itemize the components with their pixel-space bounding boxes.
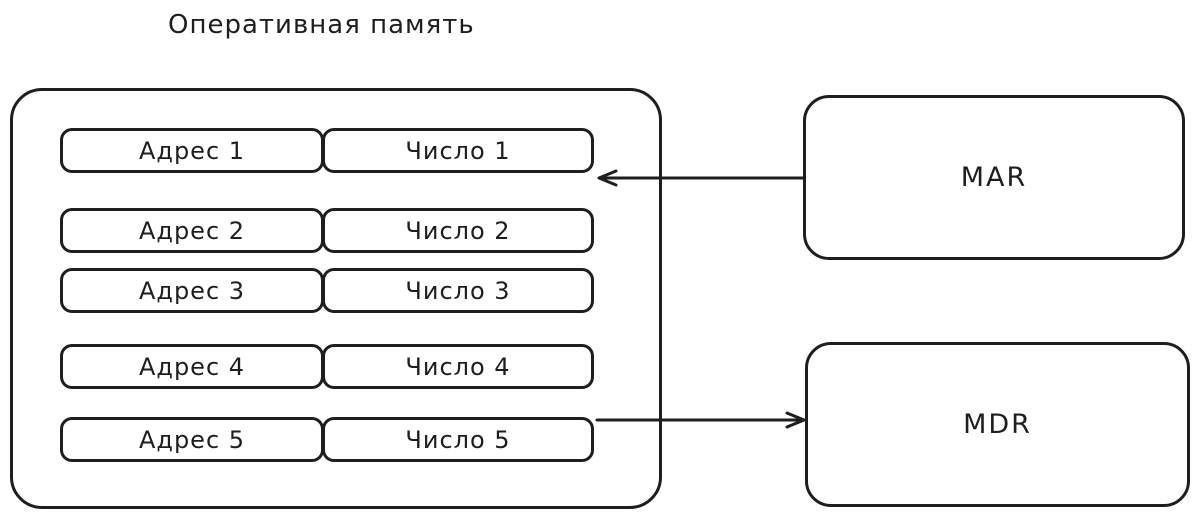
value-cell-4: Число 4 bbox=[322, 344, 594, 389]
mar-register-box: MAR bbox=[803, 95, 1185, 260]
value-cell-2: Число 2 bbox=[322, 208, 594, 253]
value-cell-3: Число 3 bbox=[322, 268, 594, 313]
address-cell-5: Адрес 5 bbox=[60, 417, 324, 462]
address-cell-2: Адрес 2 bbox=[60, 208, 324, 253]
diagram-title: Оперативная память bbox=[168, 10, 475, 40]
mdr-register-box: MDR bbox=[805, 342, 1190, 507]
value-cell-5: Число 5 bbox=[322, 417, 594, 462]
address-cell-4: Адрес 4 bbox=[60, 344, 324, 389]
address-cell-1: Адрес 1 bbox=[60, 128, 324, 173]
value-cell-1: Число 1 bbox=[322, 128, 594, 173]
arrow-right-icon bbox=[595, 411, 806, 429]
address-cell-3: Адрес 3 bbox=[60, 268, 324, 313]
memory-block: Адрес 1 Число 1 Адрес 2 Число 2 Адрес 3 … bbox=[10, 88, 662, 509]
arrow-left-icon bbox=[597, 169, 805, 187]
